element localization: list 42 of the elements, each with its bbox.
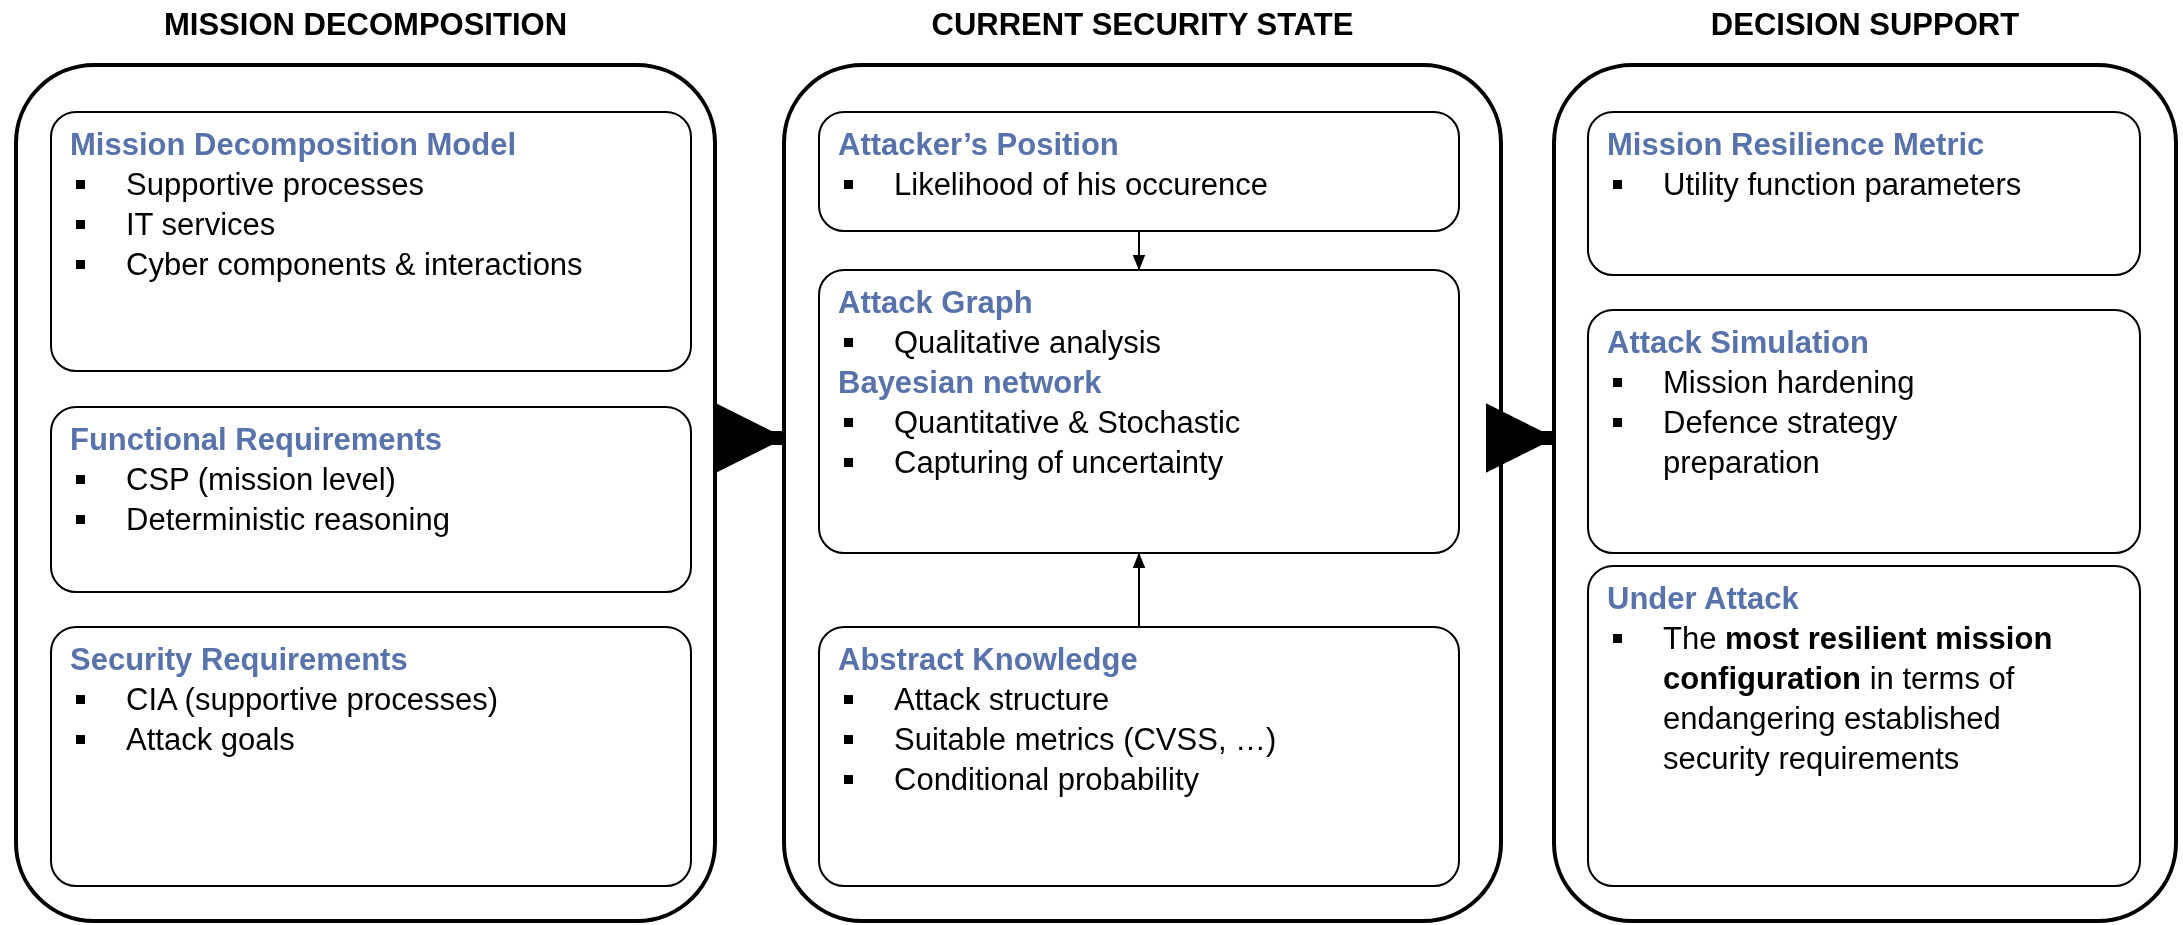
box-heading: Mission Resilience Metric xyxy=(1607,126,1986,164)
content-box xyxy=(818,626,1460,887)
bullet-item: Mission hardening xyxy=(1607,363,2125,403)
bullet-item: Suitable metrics (CVSS, …) xyxy=(838,720,1444,760)
box-heading: Abstract Knowledge xyxy=(838,641,1139,679)
content-box xyxy=(50,406,692,593)
section-title: CURRENT SECURITY STATE xyxy=(930,7,1355,43)
box-heading: Attack Simulation xyxy=(1607,324,1870,362)
content-box xyxy=(50,626,692,887)
bullet-item: IT services xyxy=(70,205,676,245)
content-box xyxy=(818,111,1460,232)
content-box xyxy=(1587,565,2141,887)
bullet-item: CIA (supportive processes) xyxy=(70,680,676,720)
box-heading: Mission Decomposition Model xyxy=(70,126,518,164)
arrow xyxy=(1132,552,1146,627)
box-heading: Security Requirements xyxy=(70,641,409,679)
box-heading: Attack Graph xyxy=(838,284,1034,322)
bullet-item: Attack goals xyxy=(70,720,676,760)
bullet-item: The most resilient mission configuration in terms of endangering established security requirements xyxy=(1607,619,2125,779)
box-heading: Bayesian network xyxy=(838,364,1103,402)
bullet-item: CSP (mission level) xyxy=(70,460,676,500)
bullet-item: Deterministic reasoning xyxy=(70,500,676,540)
bullet-item: Utility function parameters xyxy=(1607,165,2125,205)
bullet-item: Quantitative & Stochastic xyxy=(838,403,1444,443)
content-box xyxy=(1587,309,2141,554)
bullet-item: Attack structure xyxy=(838,680,1444,720)
section-title: DECISION SUPPORT xyxy=(1709,7,2021,43)
section-title: MISSION DECOMPOSITION xyxy=(163,7,568,43)
bullet-item: Defence strategy preparation xyxy=(1607,403,2125,483)
arrow xyxy=(1132,231,1146,271)
bullet-item: Supportive processes xyxy=(70,165,676,205)
content-box xyxy=(818,269,1460,554)
box-heading: Functional Requirements xyxy=(70,421,444,459)
bullet-item: Qualitative analysis xyxy=(838,323,1444,363)
content-box xyxy=(1587,111,2141,276)
bullet-item: Cyber components & interactions xyxy=(70,245,676,285)
box-heading: Attacker’s Position xyxy=(838,126,1120,164)
box-heading: Under Attack xyxy=(1607,580,1800,618)
bullet-item: Conditional probability xyxy=(838,760,1444,800)
bullet-item: Capturing of uncertainty xyxy=(838,443,1444,483)
bullet-item: Likelihood of his occurence xyxy=(838,165,1444,205)
content-box xyxy=(50,111,692,372)
